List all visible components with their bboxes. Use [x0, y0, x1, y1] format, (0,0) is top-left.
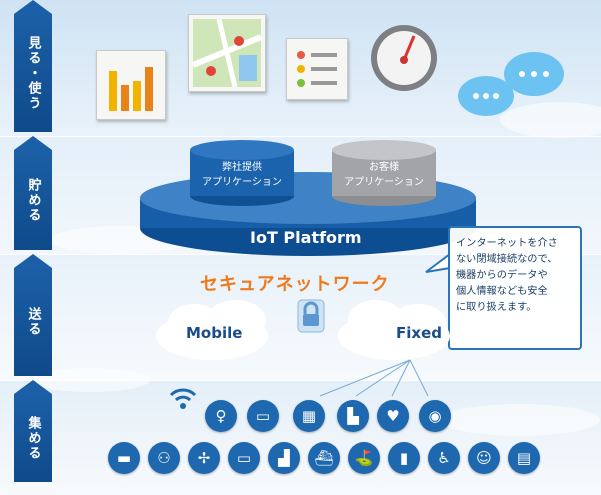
stage-view-use: 見る・使う [14, 0, 52, 132]
building-icon: ▦ [293, 400, 325, 432]
fixed-connections [319, 359, 429, 397]
stage-collect: 集める [14, 380, 52, 482]
stage-label: 集める [25, 415, 41, 461]
atm-icon: ▭ [247, 400, 279, 432]
wifi-icon [169, 388, 197, 409]
closed-network-callout: インターネットを介さ ない閉域接続なので、 機器からのデータや 個人情報なども安… [448, 226, 582, 350]
truck-icon: ▮ [388, 442, 420, 474]
chat-bubbles-icon [458, 52, 564, 116]
secure-network-title: セキュアネットワーク [200, 274, 390, 295]
stage-label: 見る・使う [25, 35, 41, 111]
callout-line: ない閉域接続なので、 [456, 254, 558, 265]
cylinder-label: アプリケーション [202, 177, 282, 188]
iot-platform-label: IoT Platform [250, 228, 362, 247]
iot-platform-base [140, 140, 476, 256]
customer-application-cylinder: お客様 アプリケーション [332, 160, 436, 190]
separator [0, 136, 601, 137]
band-collect [0, 380, 601, 495]
stage-store: 貯める [14, 136, 52, 250]
callout-line: に取り扱えます。 [456, 302, 537, 313]
motorcycle-icon: ⚇ [148, 442, 180, 474]
mobile-network-label: Mobile [186, 324, 243, 342]
person-icon: ☺ [468, 442, 500, 474]
callout-line: インターネットを介さ [456, 238, 558, 249]
wind-turbine-icon: ✢ [188, 442, 220, 474]
separator [0, 380, 601, 381]
ship-icon: ⛴ [308, 442, 340, 474]
golfer-icon: ⛳ [348, 442, 380, 474]
restroom-icon: ♀ [205, 400, 237, 432]
factory-plant-icon: ▟ [268, 442, 300, 474]
gauge-icon [371, 25, 437, 91]
car-icon: ▬ [108, 442, 140, 474]
stage-label: 貯める [25, 177, 41, 223]
cable-car-icon: ◉ [419, 400, 451, 432]
callout-line: 個人情報なども安全 [456, 286, 548, 297]
our-application-cylinder: 弊社提供 アプリケーション [190, 160, 294, 190]
network-clouds [156, 300, 450, 360]
map-icon [188, 14, 266, 92]
card-icon: ▭ [228, 442, 260, 474]
wheelchair-icon: ♿ [428, 442, 460, 474]
fixed-network-label: Fixed [396, 324, 442, 342]
factory-icon: ▙ [337, 400, 369, 432]
heart-monitor-icon: ♥ [377, 400, 409, 432]
checklist-icon [286, 38, 348, 100]
callout-line: 機器からのデータや [456, 270, 548, 281]
cylinder-label: 弊社提供 [222, 162, 262, 173]
lock-icon [297, 299, 325, 333]
document-icon: ▤ [508, 442, 540, 474]
stage-label: 送る [25, 307, 41, 337]
cylinder-label: アプリケーション [344, 177, 424, 188]
cylinder-label: お客様 [369, 162, 399, 173]
bar-chart-icon [96, 50, 166, 120]
stage-send: 送る [14, 254, 52, 376]
